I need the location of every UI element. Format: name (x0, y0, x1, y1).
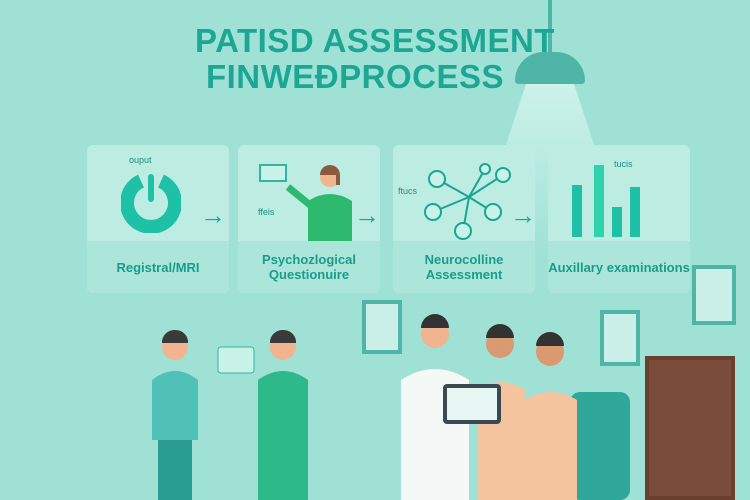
wall-picture-frame (600, 310, 640, 366)
arrow-right-icon: → (200, 200, 226, 230)
step-card-registration: ouput Registral/MRI (87, 145, 229, 293)
arrow-right-icon: → (510, 200, 536, 230)
doctor-and-patients-illustration (401, 314, 630, 500)
wall-picture-frame (692, 265, 736, 325)
power-icon (121, 173, 181, 233)
bookshelf (645, 356, 735, 500)
presenter-icon (259, 164, 352, 241)
arrow-right-icon: → (354, 200, 380, 230)
step-label: Registral/MRI (87, 241, 229, 293)
ceiling-lamp-icon (515, 52, 585, 84)
title-line-2: FINWEÐPROCESS (205, 58, 505, 95)
icon-caption: ouput (129, 155, 152, 165)
network-icon (424, 163, 511, 240)
icon-caption: tucis (614, 159, 633, 169)
step-card-questionnaire: ffeis Psychozlogical Questionuire (238, 145, 380, 293)
patient-consultation-illustration (152, 329, 308, 500)
icon-caption: ftucs (398, 186, 418, 196)
title-line-1: PATISD ASSESSMENT (195, 22, 555, 59)
icon-caption: ffeis (258, 207, 275, 217)
step-card-auxiliary-exams: tucis Auxillary examinations (548, 145, 690, 293)
wall-picture-frame (362, 300, 402, 354)
step-label: Auxillary examinations (548, 241, 690, 293)
step-card-neuro-assessment: ftucs Neurocolline Assessment (393, 145, 535, 293)
lamp-cord (548, 0, 552, 55)
step-label: Psychozlogical Questionuire (238, 241, 380, 293)
bar-chart-icon (572, 165, 640, 237)
step-label: Neurocolline Assessment (393, 241, 535, 293)
